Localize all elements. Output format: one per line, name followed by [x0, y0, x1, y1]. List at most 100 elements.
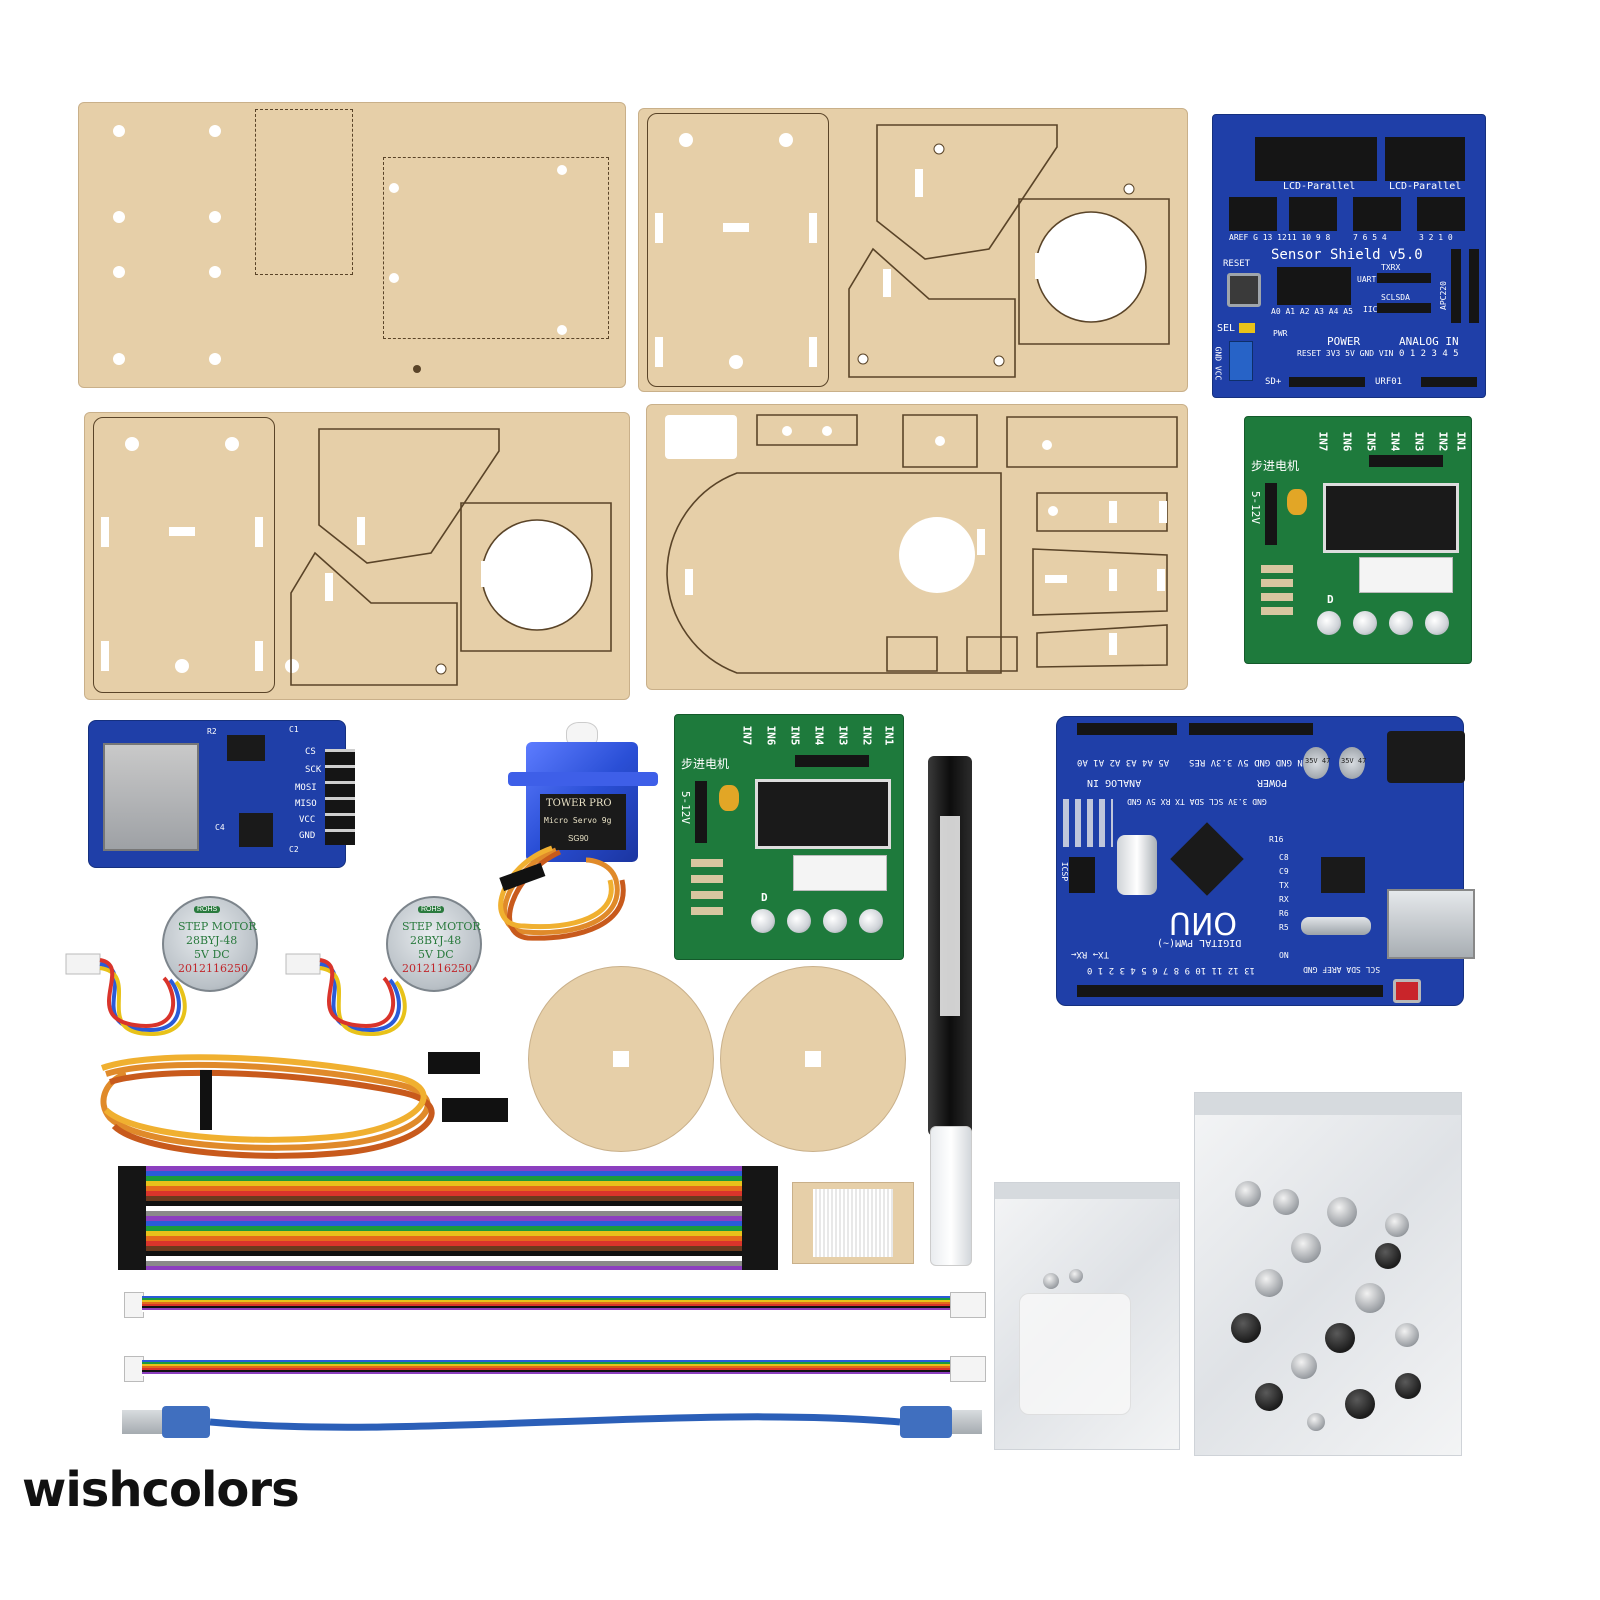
nut [1255, 1383, 1283, 1411]
mount-hole [113, 266, 125, 278]
disc-square-hole [805, 1051, 821, 1067]
analog-header [1277, 267, 1351, 305]
screw [1355, 1283, 1385, 1313]
servo-label-plate [540, 794, 626, 850]
servo-code: SG90 [568, 834, 589, 843]
mount-hole [125, 437, 139, 451]
uln2003-chip [755, 779, 891, 849]
nut [1325, 1323, 1355, 1353]
slot [809, 213, 817, 243]
sd-card-module: R2 C1 C4 C2 CS SCK MOSI MISO VCC GND [88, 720, 355, 868]
slot [255, 641, 263, 671]
white-thread [813, 1189, 893, 1257]
board-title: Sensor Shield v5.0 [1271, 247, 1423, 263]
mount-hole [557, 165, 567, 175]
uart-label: UART [1357, 275, 1377, 284]
servo-cable [498, 845, 626, 941]
mount-hole [113, 125, 125, 137]
resistor [1261, 593, 1293, 601]
slot [655, 337, 663, 367]
stepper-motor: ROHS STEP MOTOR 28BYJ-48 5V DC 201211625… [162, 896, 258, 992]
screw [1327, 1197, 1357, 1227]
sclsda-label: SCLSDA [1381, 293, 1410, 302]
part-label: ON [1279, 951, 1289, 960]
resistor [1261, 579, 1293, 587]
ribbon-cable [124, 1356, 986, 1382]
reset-button[interactable] [1227, 273, 1261, 307]
led-a [859, 909, 883, 933]
servo-tab [508, 772, 658, 786]
ribbon-connector [124, 1292, 144, 1318]
analog-header [1077, 723, 1177, 735]
slot [101, 641, 109, 671]
motor-label: STEP MOTOR [178, 920, 257, 933]
pin-label: 3 2 1 0 [1419, 233, 1453, 242]
ribbon-wires [142, 1360, 950, 1376]
resistor [691, 907, 723, 915]
usb-wire [210, 1413, 900, 1431]
pen [928, 756, 972, 1266]
bag-seal [995, 1183, 1179, 1199]
scl-sda-label: SCL SDA AREF GND [1303, 965, 1381, 974]
mount-hole [557, 325, 567, 335]
sel-jumper[interactable] [1239, 323, 1255, 333]
mount-hole [175, 659, 189, 673]
part-label: C2 [289, 845, 299, 854]
slot [723, 223, 749, 232]
arduino-uno-board: A5 A4 A3 A2 A1 A0 VIN GND GND 5V 3.3V RE… [1056, 716, 1475, 1006]
thread-card [792, 1182, 914, 1264]
bluetooth-header [1469, 249, 1479, 323]
resistor [691, 891, 723, 899]
led-c [1353, 611, 1377, 635]
screw [1395, 1323, 1419, 1347]
pin-label: MISO [295, 799, 317, 809]
cutout-plate [647, 113, 829, 387]
motor-label: 5V DC [194, 948, 230, 961]
in-pin-label: IN1 [882, 725, 896, 746]
ribbon-connector [124, 1356, 144, 1382]
pin-label: A0 A1 A2 A3 A4 A5 [1271, 307, 1353, 316]
servo-sg90: TOWER PRO Micro Servo 9g SG90 [508, 722, 658, 862]
mount-hole [413, 365, 421, 373]
in-pin-label: IN4 [812, 725, 826, 746]
brand-watermark: wishcolors [22, 1462, 300, 1518]
capacitor [1339, 747, 1365, 779]
usb-a-plug [122, 1410, 162, 1434]
motor-cables [65, 953, 407, 1037]
gvs-header [1353, 197, 1401, 231]
icsp-label: ICSP [1060, 861, 1070, 882]
gvs-header [1229, 197, 1277, 231]
slot [809, 337, 817, 367]
nut [1375, 1243, 1401, 1269]
nut [1345, 1389, 1375, 1419]
in-pin-label: IN6 [1340, 431, 1354, 452]
power-terminal [1229, 341, 1253, 381]
screw [1273, 1189, 1299, 1215]
gnd-vcc-label: GND VCC [1213, 346, 1223, 381]
digital-nums: 13 12 11 10 9 8 7 6 5 4 3 2 1 0 [1087, 965, 1255, 975]
uart-header [1377, 273, 1431, 283]
engraved-outline [383, 157, 609, 339]
cutout-rect [665, 415, 737, 459]
lcd-label: LCD-Parallel [1389, 181, 1462, 192]
rohs-badge: ROHS [194, 906, 221, 913]
lcd-header [1255, 137, 1377, 181]
txrx-label: TX→ RX← [1071, 949, 1109, 959]
sd-card-slot [103, 743, 199, 851]
small-parts-bag [994, 1182, 1180, 1450]
power-jumper [1265, 483, 1277, 545]
mount-hole [209, 211, 221, 223]
power-pins-label: RESET 3V3 5V GND VIN [1297, 349, 1394, 358]
motor-label: 5V DC [418, 948, 454, 961]
part-label: C4 [215, 823, 225, 832]
apc220-label: APC220 [1438, 281, 1448, 310]
in-pin-label: IN4 [1388, 431, 1402, 452]
lcd-header [1385, 137, 1465, 181]
stepper-driver-board: IN7 IN6 IN5 IN4 IN3 IN2 IN1 步进电机 5-12V D [1244, 416, 1472, 664]
slot [255, 517, 263, 547]
screw [1255, 1269, 1283, 1297]
header-block [1063, 799, 1113, 847]
reset-button[interactable] [1393, 979, 1421, 1003]
wood-panel-arm-parts [638, 108, 1188, 392]
screw [1385, 1213, 1409, 1237]
